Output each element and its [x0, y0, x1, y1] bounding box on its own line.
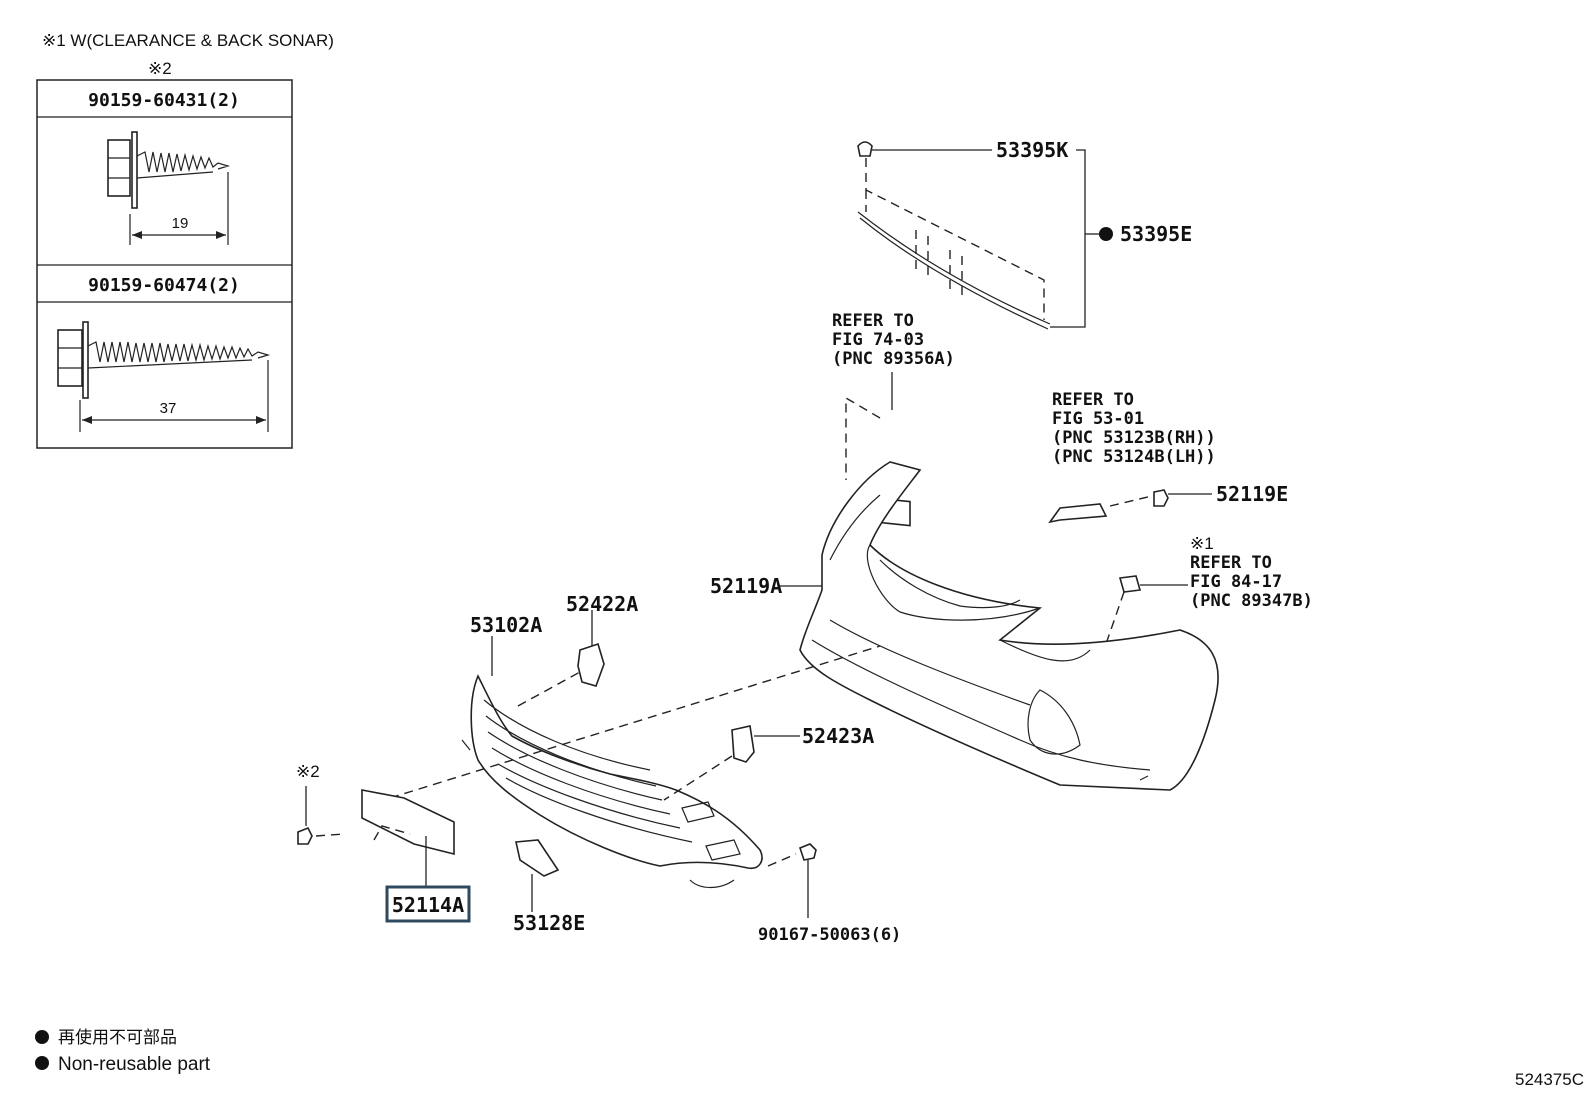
bumper-seal-bracket [1048, 503, 1108, 524]
bolt-37-drawing: 37 [57, 321, 271, 432]
grille-cover-53128E [515, 839, 560, 877]
bolt1-length: 19 [172, 215, 189, 232]
license-plate-bracket [361, 789, 455, 856]
svg-text:FIG 74-03: FIG 74-03 [832, 330, 924, 350]
refer-fig-74-03: REFER TO FIG 74-03 (PNC 89356A) [832, 311, 955, 369]
callout-53128E: 53128E [513, 911, 585, 935]
note-mark-2-screw: ※2 [296, 762, 320, 781]
bolt-19-drawing: 19 [107, 131, 231, 245]
highlight-box-52114A [385, 885, 471, 923]
legend-dot-icon-2 [35, 1056, 49, 1070]
svg-text:REFER TO: REFER TO [832, 311, 914, 331]
callout-52114A: 52114A [392, 893, 464, 917]
callout-52423A: 52423A [802, 724, 874, 748]
non-reusable-dot-icon [1099, 227, 1113, 241]
svg-text:FIG 53-01: FIG 53-01 [1052, 409, 1144, 429]
screw-90167 [799, 843, 817, 861]
bolt2-length: 37 [160, 400, 177, 417]
figure-id: 524375C [1515, 1070, 1584, 1089]
note-clearance-sonar: ※1 W(CLEARANCE & BACK SONAR) [42, 31, 334, 50]
legend-line-en: Non-reusable part [58, 1054, 211, 1075]
callout-52422A: 52422A [566, 592, 638, 616]
refer-fig-84-17: ※1 REFER TO FIG 84-17 (PNC 89347B) [1190, 534, 1313, 611]
svg-text:(PNC 89356A): (PNC 89356A) [832, 349, 955, 369]
svg-text:(PNC 89347B): (PNC 89347B) [1190, 591, 1313, 611]
callout-52119A: 52119A [710, 574, 782, 598]
svg-text:(PNC 53123B(RH)): (PNC 53123B(RH)) [1052, 428, 1216, 448]
bolt-table: 90159-60431(2) 90159-60474(2) 19 [36, 79, 293, 449]
callout-90167-50063: 90167-50063(6) [758, 925, 901, 945]
lower-grille [461, 674, 763, 889]
retainer-strip-assembly [857, 141, 1113, 330]
clip-52119E [1153, 489, 1169, 507]
screw-90159 [297, 826, 313, 845]
callout-53395K: 53395K [996, 138, 1068, 162]
svg-text:(PNC 53124B(LH)): (PNC 53124B(LH)) [1052, 447, 1216, 467]
bolt1-part-number: 90159-60431(2) [88, 90, 240, 111]
refer-fig-53-01: REFER TO FIG 53-01 (PNC 53123B(RH)) (PNC… [1052, 390, 1216, 467]
bracket-52423A [731, 725, 755, 763]
svg-text:※1: ※1 [1190, 534, 1214, 553]
svg-text:REFER TO: REFER TO [1052, 390, 1134, 410]
front-bumper-cover [799, 461, 1219, 791]
callout-52119E: 52119E [1216, 482, 1288, 506]
bracket-52422A [577, 642, 605, 687]
sonar-sensor [1118, 575, 1142, 593]
legend-dot-icon [35, 1030, 49, 1044]
svg-text:FIG 84-17: FIG 84-17 [1190, 572, 1282, 592]
bolt2-part-number: 90159-60474(2) [88, 275, 240, 296]
callout-53395E: 53395E [1120, 222, 1192, 246]
note-mark-2: ※2 [148, 59, 172, 78]
legend-line-jp: 再使用不可部品 [58, 1027, 177, 1047]
callout-53102A: 53102A [470, 613, 542, 637]
legend: 再使用不可部品 Non-reusable part [35, 1027, 211, 1075]
svg-text:REFER TO: REFER TO [1190, 553, 1272, 573]
